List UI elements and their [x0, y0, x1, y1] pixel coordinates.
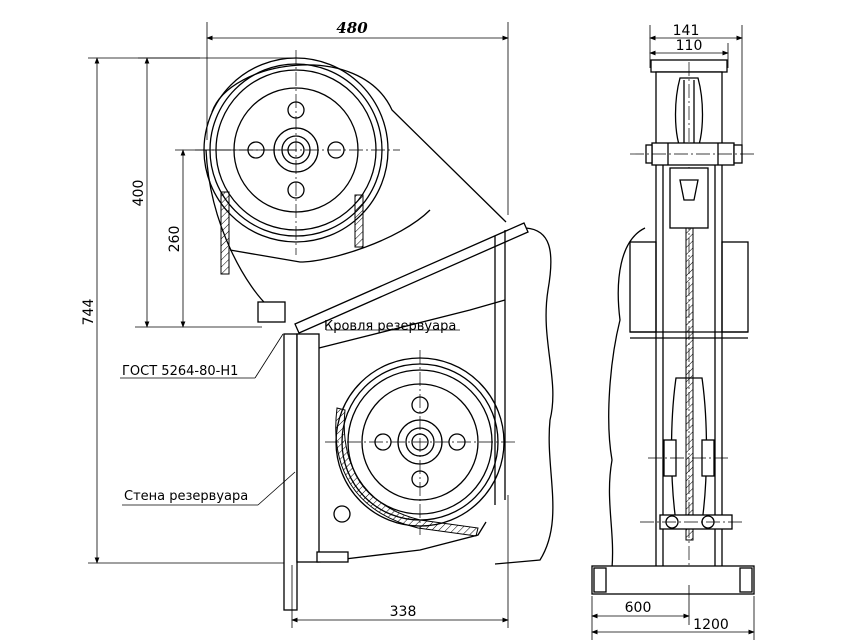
upper-pulley	[195, 50, 507, 307]
dim-400-label: 400	[131, 180, 147, 207]
gost-label: ГОСТ 5264-80-Н1	[122, 364, 238, 379]
lower-shaft	[640, 514, 745, 530]
roof-plate: Кровля резервуара	[257, 222, 529, 334]
dim-110-label: 110	[676, 38, 703, 54]
dim-744-label: 744	[81, 299, 97, 326]
dim-480: 480	[206, 19, 509, 215]
lower-pulley	[325, 350, 515, 537]
side-frame	[655, 165, 723, 568]
dim-260-label: 260	[167, 226, 183, 253]
dim-260: 260	[167, 149, 296, 328]
dim-600: 600	[591, 585, 690, 640]
front-view: 480 744 400 260	[81, 19, 554, 628]
upper-shaft	[630, 142, 755, 166]
cable	[685, 227, 694, 541]
wall-label: Стена резервуара	[124, 489, 248, 504]
dim-110: 110	[649, 38, 729, 68]
dim-1200-label: 1200	[693, 617, 729, 633]
dim-600-label: 600	[625, 600, 652, 616]
dim-141-label: 141	[673, 23, 700, 39]
lower-wheel	[648, 377, 730, 523]
dim-338: 338	[291, 495, 509, 628]
leaders: ГОСТ 5264-80-Н1 Стена резервуара	[120, 333, 296, 506]
side-view: 141 110	[591, 23, 755, 640]
side-base	[591, 565, 755, 595]
dim-141: 141	[649, 23, 743, 160]
roof-label: Кровля резервуара	[324, 319, 456, 334]
dim-400: 400	[131, 57, 262, 328]
lower-housing	[283, 227, 554, 611]
dim-480-label: 480	[336, 19, 368, 37]
dim-1200: 1200	[591, 596, 755, 640]
dim-338-label: 338	[390, 604, 417, 620]
dim-744: 744	[81, 57, 295, 564]
